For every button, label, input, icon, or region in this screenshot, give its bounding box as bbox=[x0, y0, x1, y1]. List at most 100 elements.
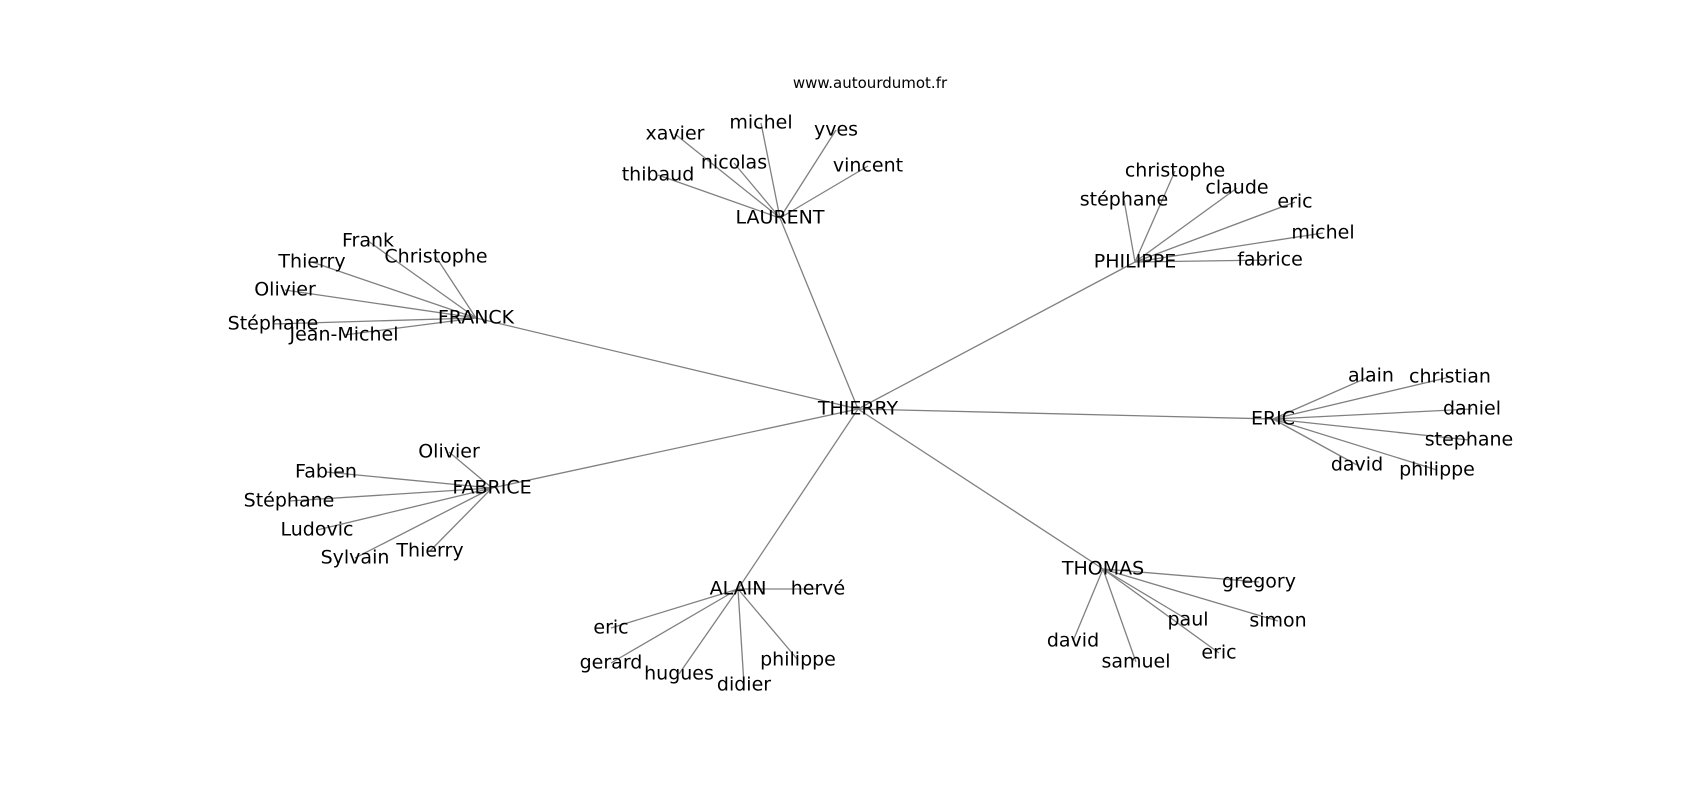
edge-laurent-leaf-3 bbox=[760, 122, 781, 219]
leaf-node-laurent-4: yves bbox=[814, 119, 858, 141]
leaf-node-laurent-1: xavier bbox=[646, 123, 705, 145]
hub-node-laurent: LAURENT bbox=[736, 207, 825, 229]
edge-franck-leaf-5 bbox=[343, 317, 477, 336]
leaf-node-alain-5: philippe bbox=[760, 649, 836, 671]
hub-node-eric: ERIC bbox=[1251, 408, 1295, 430]
hub-node-thomas: THOMAS bbox=[1061, 558, 1144, 580]
leaf-node-alain-1: eric bbox=[593, 617, 628, 639]
center-node-label: THIERRY bbox=[817, 398, 899, 420]
site-watermark: www.autourdumot.fr bbox=[793, 74, 948, 92]
leaf-node-thomas-5: samuel bbox=[1101, 651, 1170, 673]
edge-fabrice-leaf-0 bbox=[448, 451, 493, 489]
edge-center-eric bbox=[857, 408, 1274, 420]
hub-node-alain: ALAIN bbox=[710, 578, 767, 600]
edge-fabrice-leaf-1 bbox=[325, 471, 493, 489]
leaf-node-franck-5: Jean-Michel bbox=[289, 324, 399, 346]
edge-eric-leaf-4 bbox=[1272, 418, 1358, 466]
edge-thomas-leaf-5 bbox=[1102, 568, 1137, 663]
edge-alain-leaf-4 bbox=[737, 588, 745, 686]
leaf-node-alain-4: didier bbox=[717, 674, 771, 696]
edge-laurent-leaf-1 bbox=[674, 133, 781, 219]
leaf-node-alain-3: hugues bbox=[644, 663, 714, 685]
leaf-node-eric-1: christian bbox=[1409, 366, 1491, 388]
edge-fabrice-leaf-5 bbox=[429, 487, 493, 552]
edge-center-laurent bbox=[779, 217, 859, 410]
leaf-node-fabrice-0: Olivier bbox=[418, 441, 480, 463]
edge-philippe-leaf-0 bbox=[1134, 170, 1176, 263]
leaf-node-philippe-2: claude bbox=[1205, 177, 1268, 199]
edge-franck-leaf-4 bbox=[272, 317, 477, 325]
edge-franck-leaf-3 bbox=[284, 289, 477, 319]
leaf-node-fabrice-4: Sylvain bbox=[321, 547, 390, 569]
edge-thomas-leaf-1 bbox=[1102, 568, 1279, 622]
edge-philippe-leaf-1 bbox=[1123, 199, 1136, 263]
edge-laurent-leaf-5 bbox=[779, 165, 869, 219]
leaf-node-laurent-3: michel bbox=[729, 112, 792, 134]
leaf-node-thomas-3: eric bbox=[1201, 642, 1236, 664]
leaf-node-eric-0: alain bbox=[1348, 365, 1394, 387]
edge-fabrice-leaf-4 bbox=[354, 487, 493, 559]
edge-philippe-leaf-5 bbox=[1134, 259, 1271, 263]
leaf-node-fabrice-1: Fabien bbox=[295, 461, 357, 483]
edge-alain-leaf-1 bbox=[610, 588, 739, 629]
edge-center-franck bbox=[475, 317, 859, 410]
leaf-node-thomas-0: gregory bbox=[1222, 571, 1296, 593]
edge-fabrice-leaf-3 bbox=[316, 487, 493, 531]
edge-thomas-leaf-0 bbox=[1102, 568, 1260, 583]
graph-labels: THIERRY LAURENT thibaud xavier nicolas michel… bbox=[228, 112, 1514, 696]
leaf-node-alain-0: hervé bbox=[791, 578, 845, 600]
edge-eric-leaf-5 bbox=[1272, 418, 1438, 471]
leaf-node-alain-2: gerard bbox=[580, 652, 643, 674]
edge-philippe-leaf-2 bbox=[1134, 187, 1238, 263]
edge-fabrice-leaf-2 bbox=[288, 487, 493, 502]
edge-thomas-leaf-2 bbox=[1102, 568, 1189, 621]
leaf-node-philippe-5: fabrice bbox=[1237, 249, 1303, 271]
edge-center-fabrice bbox=[491, 408, 859, 489]
edge-eric-leaf-0 bbox=[1272, 375, 1372, 420]
hub-node-fabrice: FABRICE bbox=[452, 477, 531, 499]
leaf-node-fabrice-5: Thierry bbox=[395, 540, 463, 562]
leaf-node-thomas-1: simon bbox=[1249, 610, 1306, 632]
edge-laurent-leaf-2 bbox=[733, 162, 781, 219]
edge-franck-leaf-1 bbox=[435, 256, 477, 319]
hub-node-philippe: PHILIPPE bbox=[1094, 251, 1176, 273]
hub-node-franck: FRANCK bbox=[438, 307, 515, 329]
edge-center-alain bbox=[737, 408, 859, 590]
leaf-node-laurent-2: nicolas bbox=[701, 152, 767, 174]
leaf-node-philippe-0: christophe bbox=[1125, 160, 1225, 182]
edge-franck-leaf-2 bbox=[311, 261, 477, 319]
edge-center-philippe bbox=[857, 261, 1136, 410]
leaf-node-thomas-2: paul bbox=[1167, 609, 1208, 631]
edge-alain-leaf-3 bbox=[678, 588, 739, 675]
edge-philippe-leaf-3 bbox=[1134, 201, 1296, 263]
graph-edges bbox=[272, 122, 1473, 686]
leaf-node-philippe-1: stéphane bbox=[1080, 189, 1169, 211]
leaf-node-thomas-4: david bbox=[1047, 630, 1099, 652]
edge-eric-leaf-1 bbox=[1272, 376, 1451, 420]
leaf-node-fabrice-3: Ludovic bbox=[281, 519, 354, 541]
edge-eric-leaf-2 bbox=[1272, 408, 1473, 420]
leaf-node-laurent-5: vincent bbox=[833, 155, 903, 177]
leaf-node-eric-4: david bbox=[1331, 454, 1383, 476]
edge-thomas-leaf-3 bbox=[1102, 568, 1220, 654]
leaf-node-eric-2: daniel bbox=[1443, 398, 1501, 420]
edge-philippe-leaf-4 bbox=[1134, 232, 1324, 263]
leaf-node-eric-5: philippe bbox=[1399, 459, 1475, 481]
leaf-node-franck-4: Stéphane bbox=[228, 313, 319, 335]
leaf-node-philippe-4: michel bbox=[1291, 222, 1354, 244]
leaf-node-franck-2: Thierry bbox=[277, 251, 345, 273]
leaf-node-laurent-0: thibaud bbox=[622, 164, 695, 186]
leaf-node-fabrice-2: Stéphane bbox=[244, 490, 335, 512]
edge-alain-leaf-5 bbox=[737, 588, 799, 661]
leaf-node-philippe-3: eric bbox=[1277, 191, 1312, 213]
edge-thomas-leaf-4 bbox=[1072, 568, 1104, 642]
edge-franck-leaf-0 bbox=[367, 240, 477, 319]
leaf-node-eric-3: stephane bbox=[1425, 429, 1514, 451]
leaf-node-franck-1: Christophe bbox=[384, 246, 487, 268]
leaf-node-franck-3: Olivier bbox=[254, 279, 316, 301]
leaf-node-franck-0: Frank bbox=[342, 230, 394, 252]
edge-laurent-leaf-4 bbox=[779, 129, 837, 219]
edge-alain-leaf-2 bbox=[610, 588, 739, 664]
edge-laurent-leaf-0 bbox=[657, 174, 781, 219]
